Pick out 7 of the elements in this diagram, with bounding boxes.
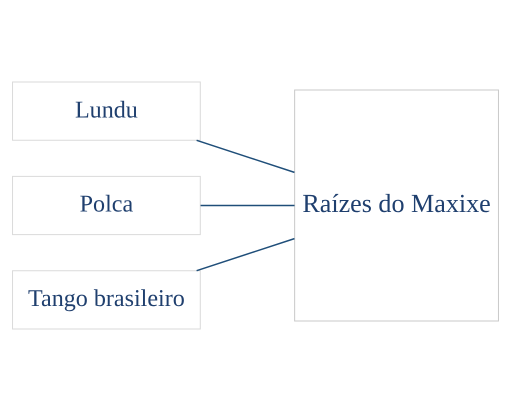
node-box: Tango brasileiro bbox=[12, 270, 201, 330]
connector bbox=[196, 140, 295, 174]
connector bbox=[200, 204, 295, 206]
node-box: Raízes do Maxixe bbox=[294, 90, 499, 322]
node-box: Polca bbox=[12, 176, 201, 236]
node-box: Lundu bbox=[12, 82, 201, 141]
connector bbox=[196, 238, 295, 272]
